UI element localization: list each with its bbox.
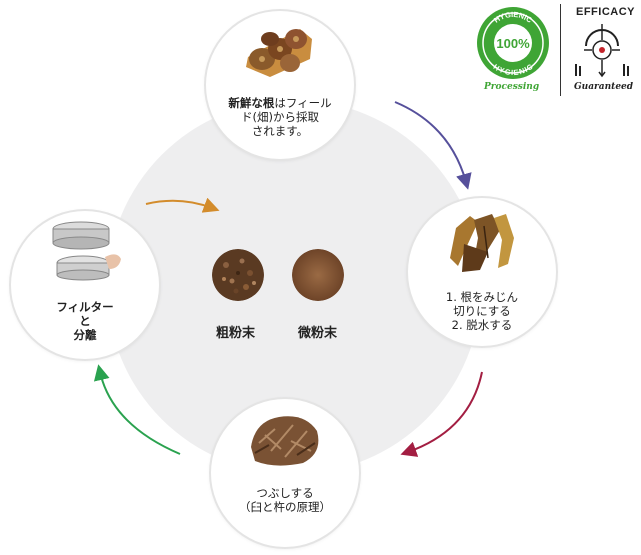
step-crush-line2: （臼と杵の原理） bbox=[239, 500, 331, 514]
hygienic-caption: Processing bbox=[484, 82, 540, 92]
fine-powder-label: 微粉末 bbox=[298, 326, 338, 341]
arrow-step3-to-step4 bbox=[93, 364, 181, 455]
hygienic-seal-icon: HYGIENIC HYGIENIC 100% bbox=[477, 7, 549, 79]
step-filter-caption: フィルター と 分離 bbox=[11, 300, 159, 342]
fine-powder-image bbox=[292, 249, 344, 301]
efficacy-title: EFFICACY bbox=[576, 6, 635, 18]
efficacy-target-icon bbox=[575, 24, 629, 78]
coarse-powder-image bbox=[212, 249, 264, 301]
badge-divider bbox=[560, 4, 561, 96]
step-harvest-caption: 新鮮な根はフィール ド(畑)から採取 されます。 bbox=[206, 96, 354, 138]
step-chop-line1: 1. 根をみじん bbox=[445, 290, 519, 304]
step-harvest-node: 新鮮な根はフィール ド(畑)から採取 されます。 bbox=[206, 11, 354, 159]
coarse-powder-label: 粗粉末 bbox=[216, 326, 256, 341]
sieve-image bbox=[52, 221, 121, 281]
step-chop-dry-node: 1. 根をみじん 切りにする 2. 脱水する bbox=[408, 198, 556, 346]
step-harvest-text: はフィール bbox=[274, 96, 332, 110]
hygienic-top-text: HYGIENIC bbox=[492, 10, 534, 25]
step-chop-dry-caption: 1. 根をみじん 切りにする 2. 脱水する bbox=[408, 290, 556, 332]
step-filter-line1: フィルター bbox=[56, 300, 114, 314]
step-crush-line1: つぶしする bbox=[256, 486, 314, 500]
step-chop-line2: 切りにする bbox=[453, 304, 511, 318]
step-chop-line3: 2. 脱水する bbox=[451, 318, 513, 332]
efficacy-badge: EFFICACY Guaranteed bbox=[566, 4, 638, 96]
arrow-step4-to-step1 bbox=[145, 197, 220, 213]
crushed-root-image bbox=[251, 416, 319, 466]
step-harvest-bold: 新鮮な根 bbox=[228, 96, 275, 110]
arrow-step1-to-step2 bbox=[394, 101, 472, 190]
efficacy-caption: Guaranteed bbox=[574, 82, 634, 92]
arrow-step2-to-step3 bbox=[400, 371, 483, 457]
dried-root-pieces-image bbox=[450, 214, 514, 272]
step-crush-caption: つぶしする （臼と杵の原理） bbox=[211, 486, 359, 514]
step-harvest-line3: されます。 bbox=[251, 124, 309, 138]
svg-text:HYGIENIC: HYGIENIC bbox=[492, 10, 534, 25]
step-filter-node: フィルター と 分離 bbox=[11, 211, 159, 359]
step-filter-line3: 分離 bbox=[73, 328, 97, 342]
step-crush-node: つぶしする （臼と杵の原理） bbox=[211, 399, 359, 547]
fresh-root-image bbox=[246, 29, 312, 77]
step-filter-line2: と bbox=[79, 314, 91, 328]
hygienic-percent-text: 100% bbox=[496, 36, 530, 51]
step-harvest-line2: ド(畑)から採取 bbox=[241, 110, 319, 124]
hygienic-badge: HYGIENIC HYGIENIC 100% Processing bbox=[470, 4, 556, 96]
